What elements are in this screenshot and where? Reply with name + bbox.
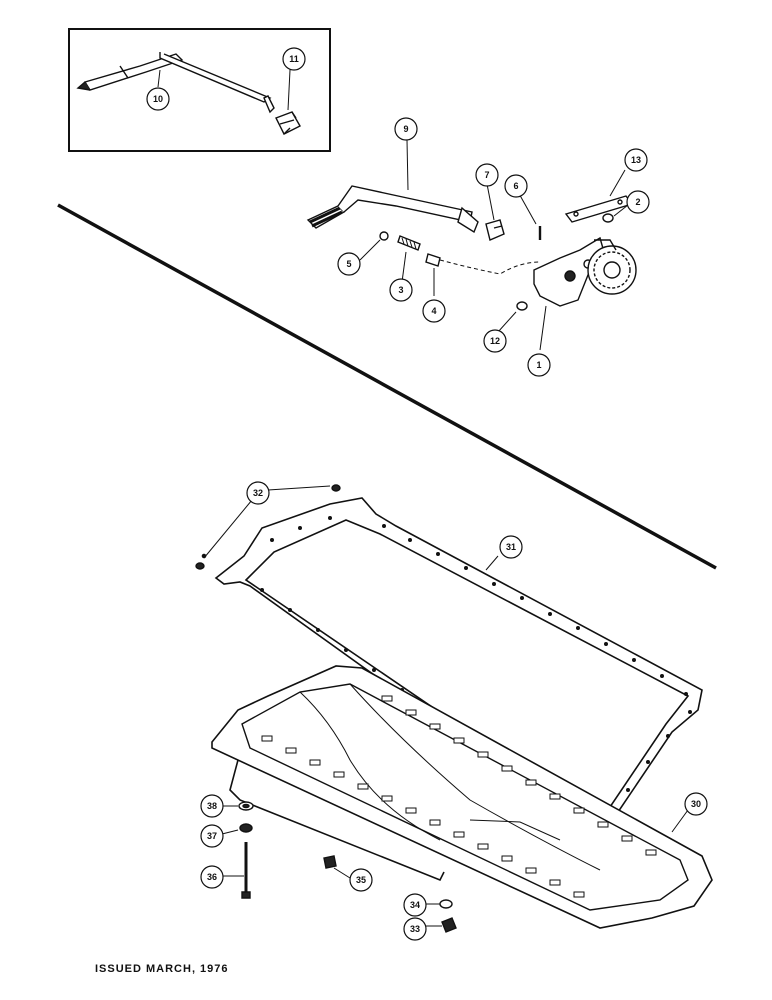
svg-text:34: 34 [410,900,420,910]
nut-11 [275,111,301,135]
svg-text:1: 1 [536,360,541,370]
separator-line [57,203,717,570]
dowels-32 [195,484,341,570]
oil-pan-30 [211,665,713,929]
washer-38 [222,801,254,811]
bushing-2 [602,204,629,223]
callout-12: 12 [483,329,507,353]
washer-37 [221,823,253,835]
svg-text:32: 32 [253,488,263,498]
svg-text:3: 3 [398,285,403,295]
gasket-13 [564,169,634,223]
ball-5 [359,231,389,261]
callout-34: 34 [403,893,427,917]
callout-31: 31 [499,535,523,559]
svg-text:38: 38 [207,801,217,811]
inset-box [68,28,331,152]
callout-36: 36 [200,865,224,889]
svg-text:37: 37 [207,831,217,841]
svg-text:30: 30 [691,799,701,809]
callout-37: 37 [200,824,224,848]
oil-pump-1 [533,236,637,351]
svg-text:7: 7 [484,170,489,180]
plug-33 [426,917,457,933]
callout-30: 30 [684,792,708,816]
alt-oil-pipe-10 [76,52,275,114]
callout-7: 7 [475,163,499,187]
svg-text:36: 36 [207,872,217,882]
callout-11: 11 [282,47,306,71]
svg-text:4: 4 [431,306,436,316]
svg-text:31: 31 [506,542,516,552]
svg-text:9: 9 [403,124,408,134]
callout-10: 10 [146,87,170,111]
issued-date-caption: ISSUED MARCH, 1976 [95,963,229,975]
callout-35: 35 [349,868,373,892]
svg-text:2: 2 [635,197,640,207]
callout-2: 2 [626,190,650,214]
callout-1: 1 [527,353,551,377]
pin-6 [516,189,542,240]
callout-32: 32 [246,481,270,505]
bolt-36 [222,842,251,899]
callout-9: 9 [394,117,418,141]
svg-text:5: 5 [346,259,351,269]
callout-38: 38 [200,794,224,818]
callout-3: 3 [389,278,413,302]
oil-pump-pipe-9 [306,139,479,234]
svg-text:35: 35 [356,875,366,885]
callout-33: 33 [403,917,427,941]
fitting-7 [485,183,505,241]
spring-3 [397,235,421,283]
callout-13: 13 [624,148,648,172]
svg-text:13: 13 [631,155,641,165]
callout-4: 4 [422,299,446,323]
plunger-4 [425,253,541,296]
svg-text:6: 6 [513,181,518,191]
callout-5: 5 [337,252,361,276]
svg-text:33: 33 [410,924,420,934]
callout-6: 6 [504,174,528,198]
plug-35 [323,855,351,879]
washer-12 [497,301,528,333]
svg-text:11: 11 [289,54,299,64]
gasket-34 [426,899,453,909]
svg-text:12: 12 [490,336,500,346]
svg-text:10: 10 [153,94,163,104]
